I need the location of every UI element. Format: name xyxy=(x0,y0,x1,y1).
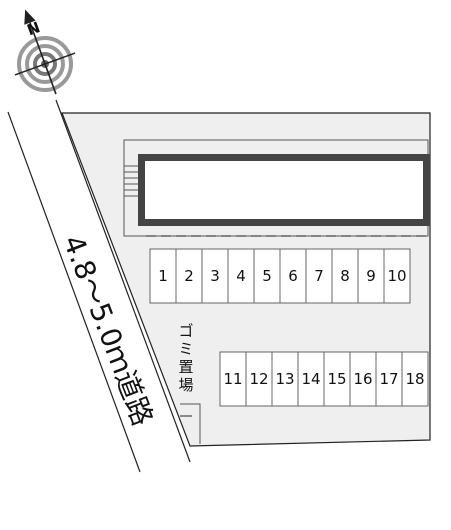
parking-space-number: 8 xyxy=(340,267,350,285)
parking-space-number: 13 xyxy=(275,370,294,388)
garbage-area-char: 置 xyxy=(178,358,193,376)
parking-space-number: 2 xyxy=(184,267,194,285)
parking-space-number: 5 xyxy=(262,267,272,285)
north-compass-icon: N xyxy=(14,9,76,95)
parking-space-number: 14 xyxy=(301,370,320,388)
parking-space-number: 11 xyxy=(223,370,242,388)
parking-space xyxy=(383,248,411,304)
garbage-area-char: ミ xyxy=(178,340,193,358)
garbage-area-char: ゴ xyxy=(178,322,193,340)
road-edge-left xyxy=(7,111,141,473)
building xyxy=(138,154,430,226)
parking-space-number: 15 xyxy=(327,370,346,388)
parking-space-number: 12 xyxy=(249,370,268,388)
stairs xyxy=(124,165,138,197)
parking-space xyxy=(323,351,351,407)
parking-space xyxy=(245,351,273,407)
parking-space-number: 6 xyxy=(288,267,298,285)
parking-space xyxy=(227,248,255,304)
parking-space xyxy=(375,351,403,407)
parking-space xyxy=(201,248,229,304)
parking-space-number: 9 xyxy=(366,267,376,285)
parking-space xyxy=(149,248,177,304)
garbage-area-box xyxy=(180,403,201,444)
parking-space-number: 18 xyxy=(405,370,424,388)
north-label: N xyxy=(25,18,43,39)
parking-space-number: 7 xyxy=(314,267,324,285)
parking-space xyxy=(305,248,333,304)
parking-space-number: 3 xyxy=(210,267,220,285)
parking-space-number: 1 xyxy=(158,267,168,285)
parking-space-number: 4 xyxy=(236,267,246,285)
parking-space xyxy=(357,248,385,304)
parking-row-2: 11 12 13 14 15 16 17 18 xyxy=(219,351,429,407)
parking-space xyxy=(297,351,325,407)
garbage-area-char: 場 xyxy=(178,376,193,394)
road xyxy=(7,99,191,473)
parking-space-number: 17 xyxy=(379,370,398,388)
parking-space-number: 10 xyxy=(387,267,406,285)
parking-space xyxy=(175,248,203,304)
parking-space xyxy=(219,351,247,407)
road-edge-right xyxy=(55,99,191,463)
parking-space-number: 16 xyxy=(353,370,372,388)
parking-space xyxy=(401,351,429,407)
